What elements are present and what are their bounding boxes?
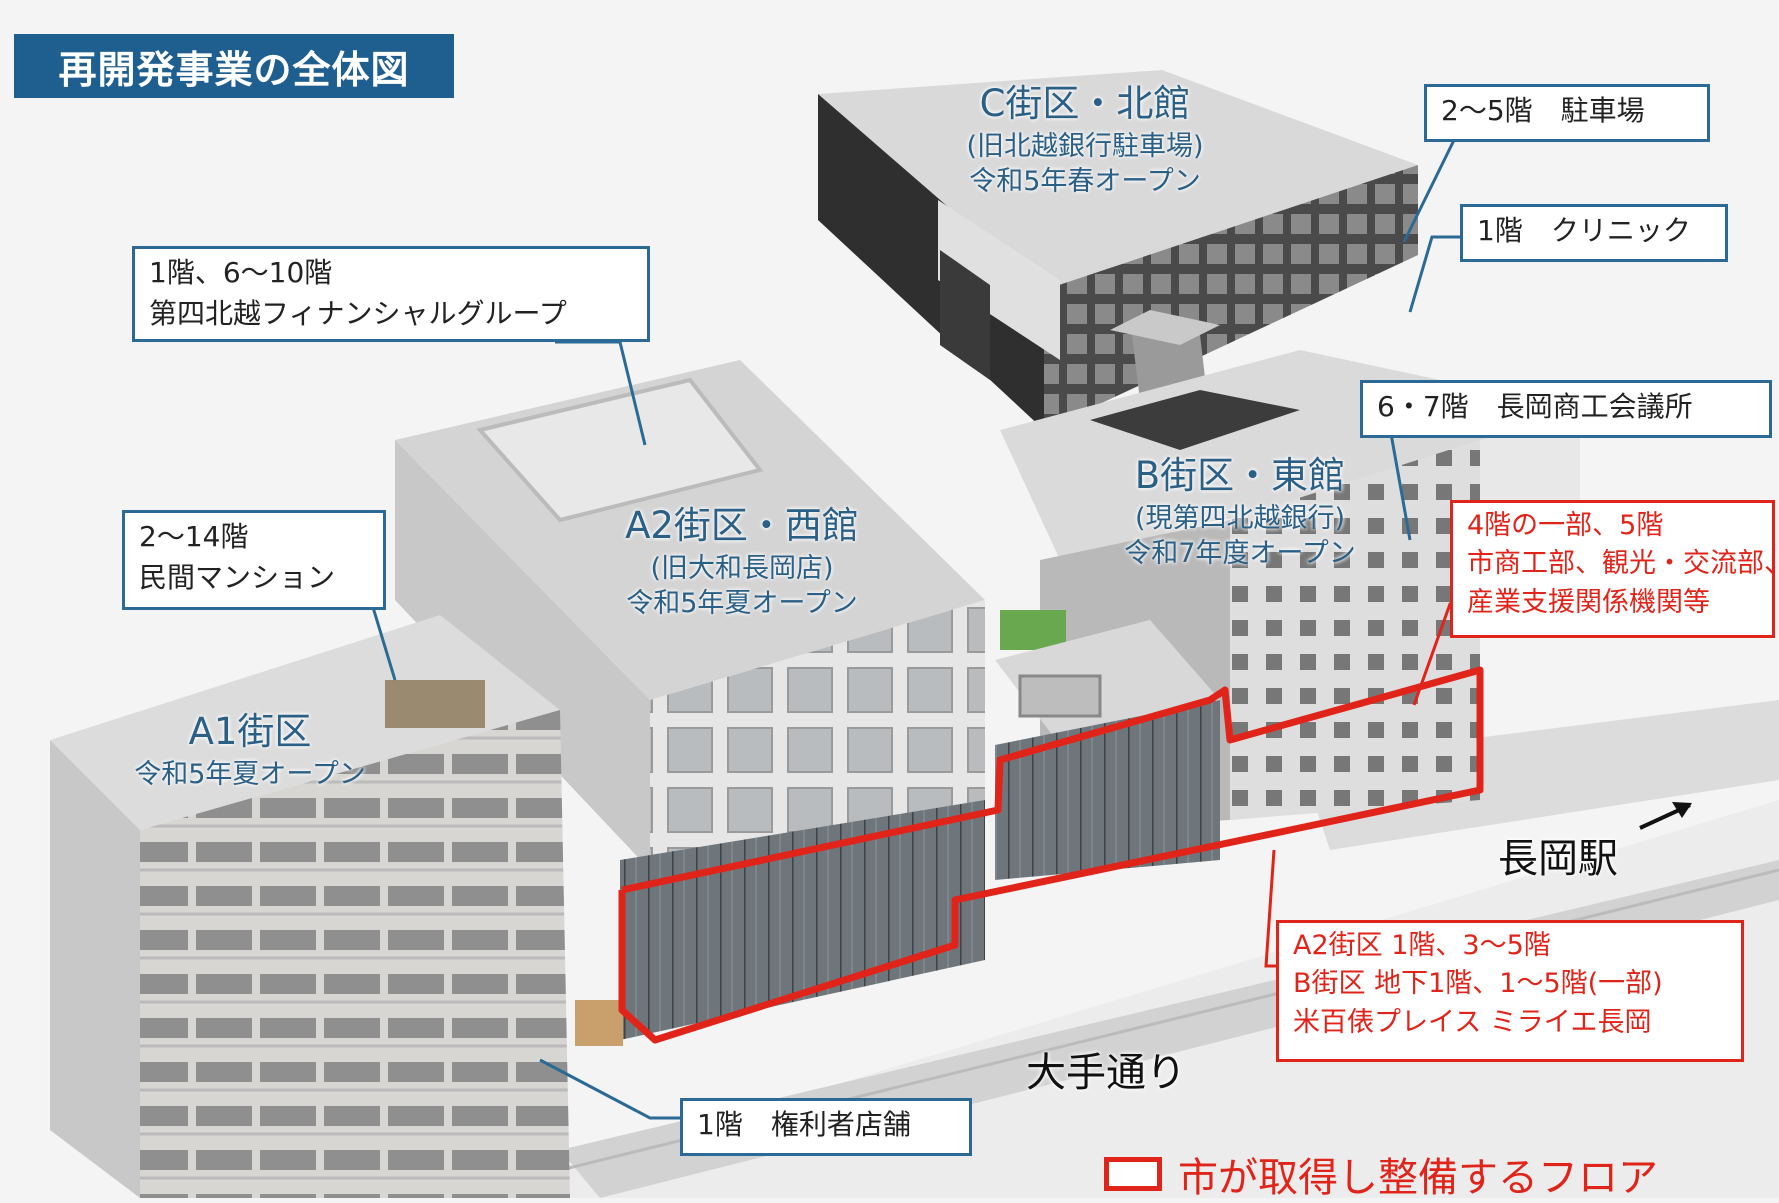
building-a2-sub1: (旧大和長岡店) bbox=[650, 552, 834, 584]
building-c-sub1: (旧北越銀行駐車場) bbox=[966, 130, 1204, 162]
callout-financial-line1: 1階、6～10階 bbox=[149, 256, 333, 289]
callout-rights-holder-shops: 1階 権利者店舗 bbox=[680, 1098, 972, 1156]
callout-city-line3: 産業支援関係機関等 bbox=[1467, 586, 1710, 618]
building-a1 bbox=[50, 615, 570, 1198]
label-building-a1: A1街区 令和5年夏オープン bbox=[100, 708, 400, 792]
label-building-b: B街区・東館 (現第四北越銀行) 令和7年度オープン bbox=[1090, 452, 1390, 572]
callout-financial-line2: 第四北越フィナンシャルグループ bbox=[149, 296, 567, 330]
legend-label: 市が取得し整備するフロア bbox=[1178, 1155, 1658, 1201]
building-a1-sub1: 令和5年夏オープン bbox=[134, 758, 366, 790]
label-building-a2: A2街区・西館 (旧大和長岡店) 令和5年夏オープン bbox=[592, 502, 892, 622]
leader-clinic bbox=[1408, 235, 1460, 313]
building-b-sub1: (現第四北越銀行) bbox=[1134, 502, 1346, 534]
callout-misc-line1: A2街区 1階、3～5階 bbox=[1293, 930, 1551, 961]
building-b-sub2: 令和7年度オープン bbox=[1124, 538, 1356, 570]
callout-miraie-nagaoka: A2街区 1階、3～5階 B街区 地下1階、1～5階(一部) 米百俵プレイス ミ… bbox=[1276, 920, 1744, 1062]
callout-city-departments: 4階の一部、5階 市商工部、観光・交流部、 産業支援関係機関等 bbox=[1450, 500, 1779, 638]
callout-misc-line2: B街区 地下1階、1～5階(一部) bbox=[1293, 968, 1663, 1000]
callout-city-line1: 4階の一部、5階 bbox=[1467, 510, 1664, 541]
building-b-name: B街区・東館 bbox=[1134, 454, 1346, 497]
label-nagaoka-station: 長岡駅 bbox=[1498, 836, 1618, 882]
label-building-c: C街区・北館 (旧北越銀行駐車場) 令和5年春オープン bbox=[935, 80, 1235, 200]
building-c-name: C街区・北館 bbox=[979, 82, 1191, 125]
callout-misc-line3: 米百俵プレイス ミライエ長岡 bbox=[1293, 1006, 1652, 1038]
legend: 市が取得し整備するフロア bbox=[1104, 1145, 1658, 1203]
callout-clinic: 1階 クリニック bbox=[1460, 204, 1728, 262]
callout-chamber-of-commerce: 6・7階 長岡商工会議所 bbox=[1360, 380, 1772, 438]
legend-red-swatch bbox=[1104, 1157, 1162, 1191]
diagram-title: 再開発事業の全体図 bbox=[14, 34, 454, 98]
callout-private-mansion: 2～14階 民間マンション bbox=[122, 510, 386, 610]
building-a2-name: A2街区・西館 bbox=[625, 504, 859, 547]
building-a2-west bbox=[395, 360, 985, 1046]
callout-financial-group: 1階、6～10階 第四北越フィナンシャルグループ bbox=[132, 246, 650, 342]
callout-mansion-line2: 民間マンション bbox=[139, 560, 336, 594]
building-a1-name: A1街区 bbox=[188, 710, 312, 753]
callout-city-line2: 市商工部、観光・交流部、 bbox=[1467, 548, 1779, 580]
leader-financial bbox=[555, 340, 647, 446]
leader-shops bbox=[539, 1058, 680, 1120]
station-arrow bbox=[1639, 802, 1692, 830]
callout-mansion-line1: 2～14階 bbox=[139, 520, 249, 553]
label-ote-dori: 大手通り bbox=[1026, 1050, 1186, 1096]
callout-parking: 2～5階 駐車場 bbox=[1424, 84, 1710, 142]
city-floor-outline bbox=[618, 666, 1484, 1044]
building-c-sub2: 令和5年春オープン bbox=[969, 166, 1201, 198]
building-a2-sub2: 令和5年夏オープン bbox=[626, 588, 858, 620]
